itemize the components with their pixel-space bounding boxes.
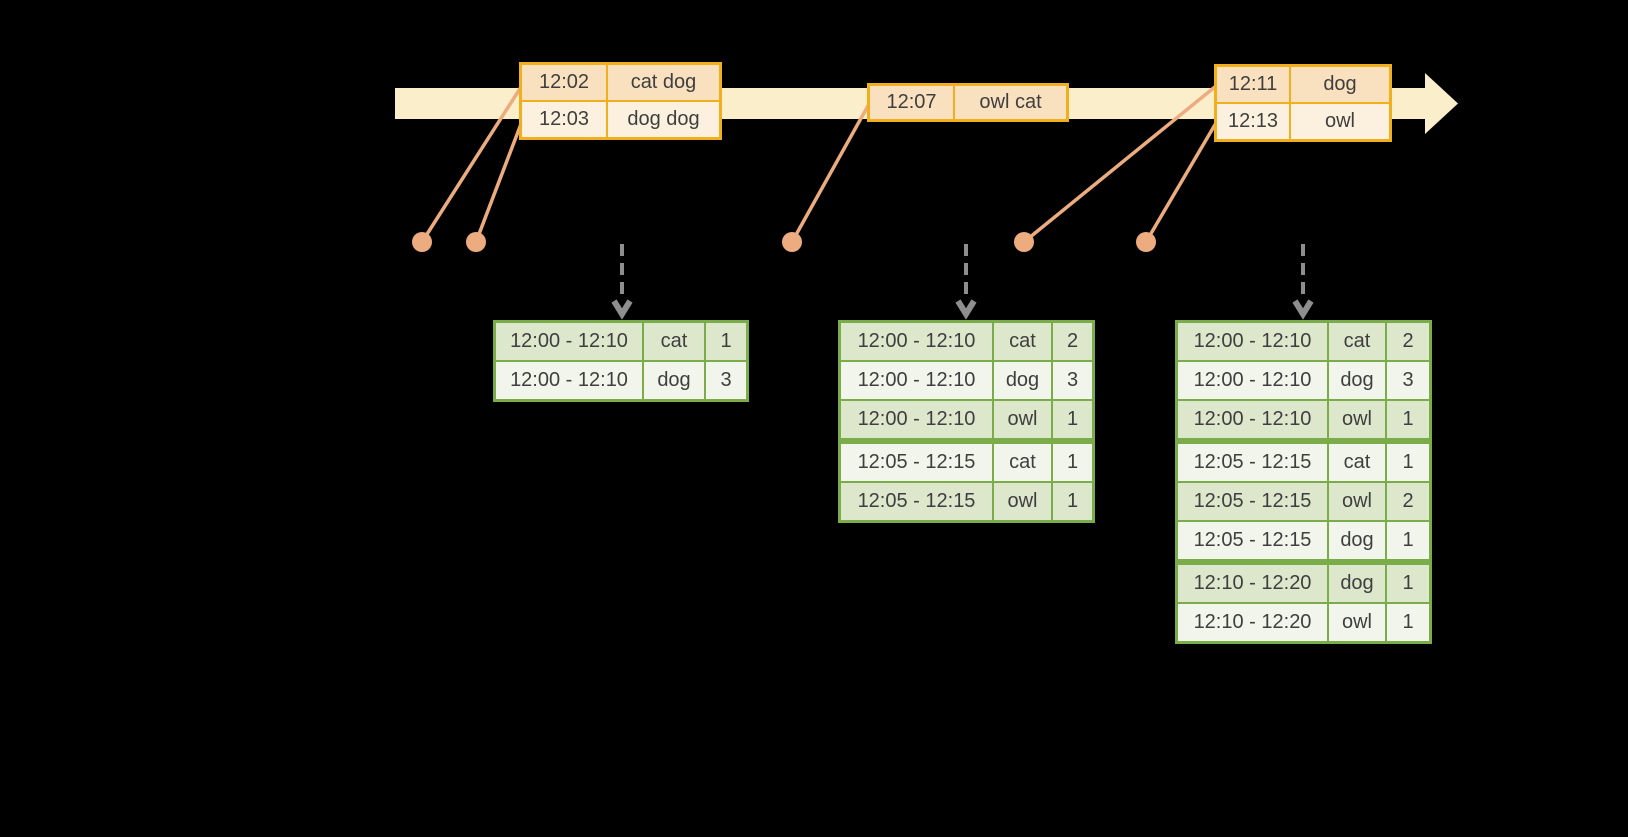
table-cell: cat: [1329, 323, 1385, 360]
table-cell: 12:07: [870, 86, 953, 119]
table-cell: 1: [1053, 401, 1092, 438]
table-cell: cat dog: [608, 65, 719, 100]
table-cell: 2: [1053, 323, 1092, 360]
table-cell: owl: [994, 401, 1051, 438]
table-cell: 12:05 - 12:15: [1178, 483, 1327, 520]
table-cell: owl: [1329, 604, 1385, 641]
table-cell: dog: [1329, 565, 1385, 602]
table-cell: cat: [994, 444, 1051, 481]
table-cell: 12:03: [522, 102, 606, 137]
table-cell: 3: [1387, 362, 1429, 399]
table-cell: 12:00 - 12:10: [841, 323, 992, 360]
table-cell: dog: [1329, 362, 1385, 399]
table-cell: cat: [644, 323, 704, 360]
table-cell: 12:02: [522, 65, 606, 100]
table-cell: 1: [1053, 483, 1092, 520]
table-cell: 12:00 - 12:10: [1178, 401, 1327, 438]
table-cell: cat: [994, 323, 1051, 360]
connector-line: [790, 103, 871, 243]
table-cell: 12:11: [1217, 67, 1289, 102]
event-dot: [412, 232, 432, 252]
table-cell: 12:13: [1217, 104, 1289, 139]
table-cell: dog: [1329, 522, 1385, 559]
table-cell: 1: [1387, 401, 1429, 438]
table-cell: 12:00 - 12:10: [496, 362, 642, 399]
table-cell: 3: [706, 362, 746, 399]
table-cell: 12:00 - 12:10: [496, 323, 642, 360]
table-cell: 12:05 - 12:15: [841, 444, 992, 481]
table-cell: 12:00 - 12:10: [841, 401, 992, 438]
connector-line: [474, 123, 523, 243]
table-cell: 1: [1387, 604, 1429, 641]
event-dot: [782, 232, 802, 252]
table-cell: 1: [1387, 444, 1429, 481]
table-cell: 2: [1387, 323, 1429, 360]
trigger-arrowhead-icon: [611, 299, 633, 320]
table-cell: owl: [1329, 483, 1385, 520]
table-cell: cat: [1329, 444, 1385, 481]
table-cell: dog: [1291, 67, 1389, 102]
table-cell: 1: [1387, 522, 1429, 559]
table-cell: 2: [1387, 483, 1429, 520]
table-cell: dog dog: [608, 102, 719, 137]
table-cell: 1: [706, 323, 746, 360]
connector-line: [1144, 122, 1218, 243]
event-dot: [1014, 232, 1034, 252]
table-cell: owl: [1291, 104, 1389, 139]
event-dot: [1136, 232, 1156, 252]
table-cell: dog: [994, 362, 1051, 399]
table-cell: owl cat: [955, 86, 1066, 119]
table-cell: 1: [1053, 444, 1092, 481]
table-cell: dog: [644, 362, 704, 399]
table-cell: 12:05 - 12:15: [1178, 444, 1327, 481]
table-cell: 12:00 - 12:10: [1178, 323, 1327, 360]
connector-line: [1022, 84, 1218, 244]
trigger-arrowhead-icon: [1292, 299, 1314, 320]
table-cell: 1: [1387, 565, 1429, 602]
table-cell: 12:10 - 12:20: [1178, 604, 1327, 641]
table-cell: owl: [994, 483, 1051, 520]
table-cell: 12:05 - 12:15: [841, 483, 992, 520]
event-dot: [466, 232, 486, 252]
table-cell: 12:00 - 12:10: [1178, 362, 1327, 399]
timeline-arrowhead-icon: [1425, 73, 1458, 134]
table-cell: 12:05 - 12:15: [1178, 522, 1327, 559]
trigger-arrowhead-icon: [955, 299, 977, 320]
table-cell: 3: [1053, 362, 1092, 399]
connector-line: [420, 86, 523, 243]
table-cell: 12:10 - 12:20: [1178, 565, 1327, 602]
table-cell: owl: [1329, 401, 1385, 438]
table-cell: 12:00 - 12:10: [841, 362, 992, 399]
